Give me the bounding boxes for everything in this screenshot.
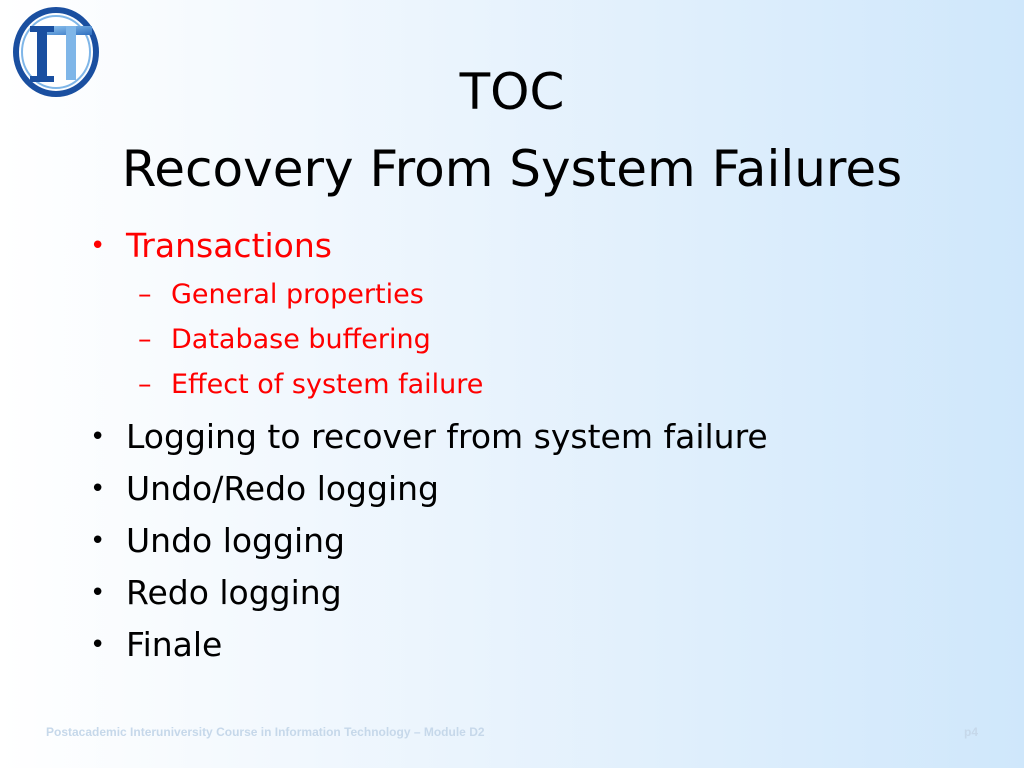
dash-glyph: – xyxy=(138,324,152,355)
sub-item-text: Database buffering xyxy=(171,324,431,355)
item-text: Undo/Redo logging xyxy=(126,469,439,508)
page-number: p4 xyxy=(964,725,979,739)
sub-item-text: Effect of system failure xyxy=(171,369,484,400)
footer-course-title: Postacademic Interuniversity Course in I… xyxy=(46,725,485,739)
bullet-glyph: • xyxy=(90,422,106,452)
dash-glyph: – xyxy=(138,279,152,310)
bullet-glyph: • xyxy=(90,474,106,504)
bullet-glyph: • xyxy=(90,231,106,261)
title-line-1: TOC xyxy=(459,63,565,121)
title-line-2: Recovery From System Failures xyxy=(121,140,903,198)
item-text: Logging to recover from system failure xyxy=(126,417,768,456)
item-text: Redo logging xyxy=(126,573,342,612)
item-text: Finale xyxy=(126,625,223,664)
item-text: Undo logging xyxy=(126,521,345,560)
bullet-glyph: • xyxy=(90,526,106,556)
bullet-glyph: • xyxy=(90,578,106,608)
dash-glyph: – xyxy=(138,369,152,400)
it-logo-icon xyxy=(13,7,99,97)
bullet-glyph: • xyxy=(90,630,106,660)
sub-item-text: General properties xyxy=(171,279,424,310)
item-text: Transactions xyxy=(126,226,332,265)
